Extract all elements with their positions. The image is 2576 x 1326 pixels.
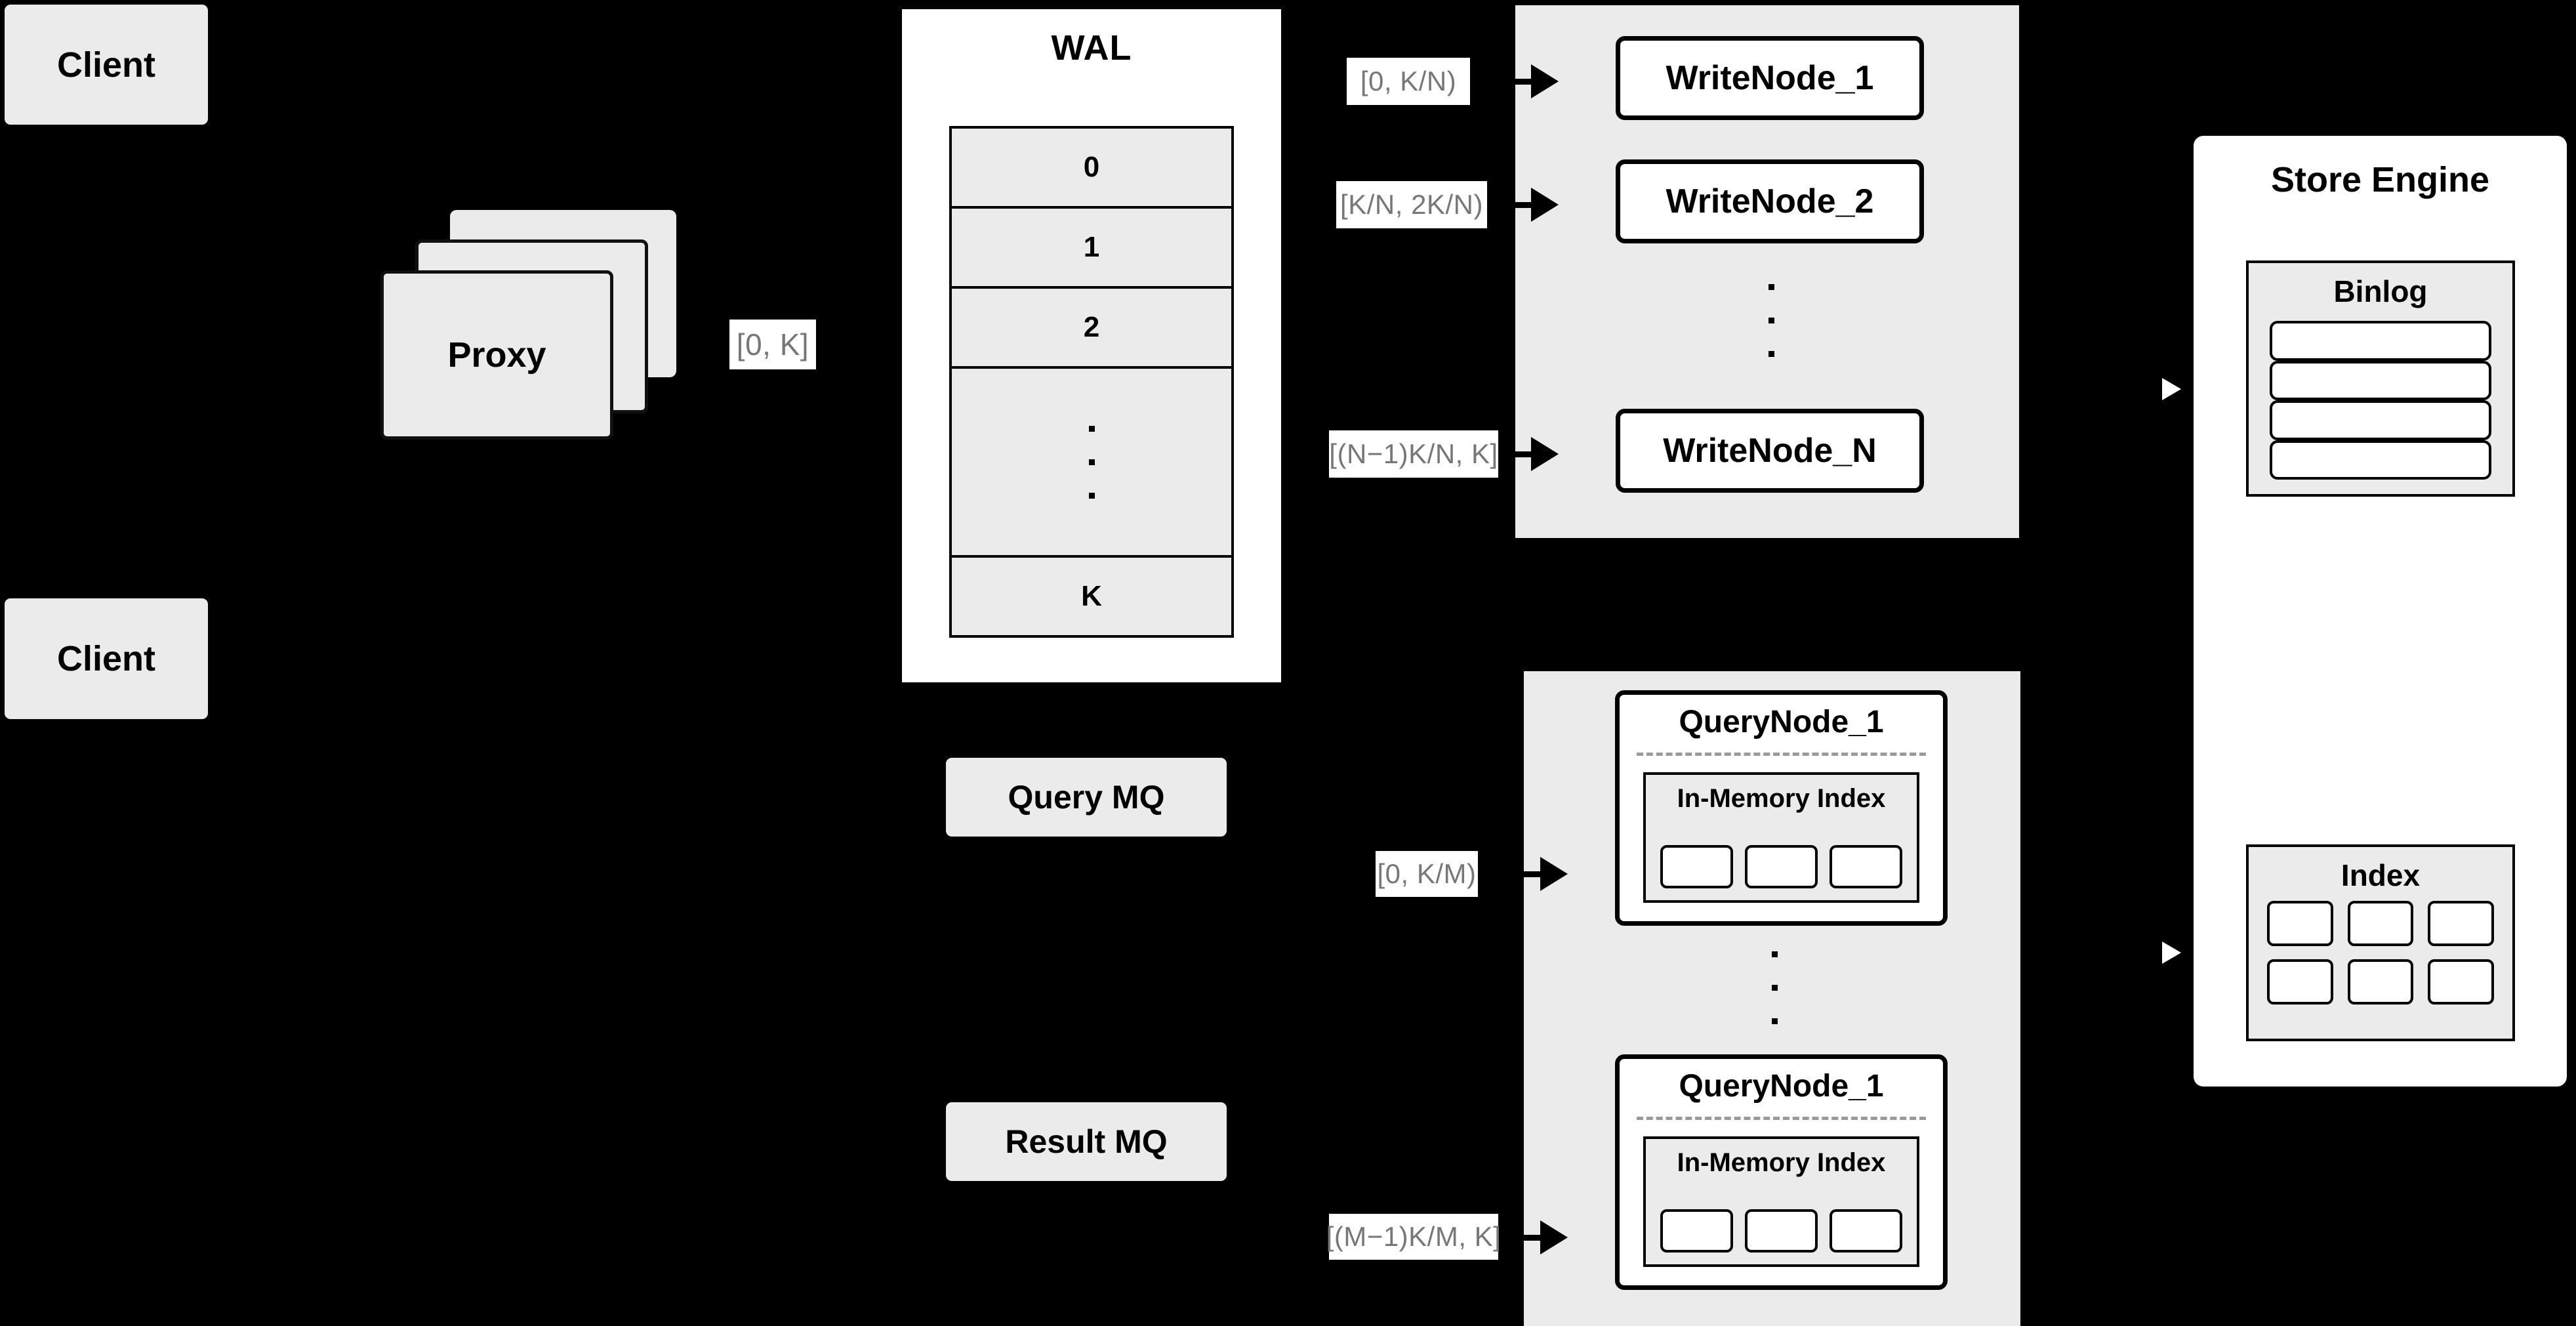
querynode-2-card[interactable]: QueryNode_1 In-Memory Index <box>1615 1054 1948 1290</box>
writenode-1-box[interactable]: WriteNode_1 <box>1616 36 1924 120</box>
index-slot[interactable] <box>1744 1209 1818 1253</box>
querynode-2-in-memory-index: In-Memory Index <box>1643 1136 1919 1267</box>
binlog-rows <box>2270 321 2491 480</box>
writenode-1-range-label: [0, K/N) <box>1347 58 1470 105</box>
index-slot[interactable] <box>1660 845 1734 888</box>
wal-vertical-ellipsis-icon <box>1088 425 1095 499</box>
index-slot[interactable] <box>1744 845 1818 888</box>
index-slot[interactable] <box>1829 845 1902 888</box>
querynode-1-arrow-line <box>1481 871 1552 877</box>
querynode-2-index-slots <box>1660 1209 1902 1253</box>
index-cell[interactable] <box>2347 959 2414 1005</box>
writenode-2-arrow-head-icon <box>1531 188 1559 222</box>
store-engine-binlog-arrow-head-icon <box>2162 373 2191 405</box>
writenode-1-arrow-line <box>1477 79 1543 85</box>
write-panel-vertical-ellipsis-icon <box>1745 268 1797 373</box>
result-mq-box[interactable]: Result MQ <box>946 1102 1227 1181</box>
writenode-n-range-label: [(N−1)K/N, K] <box>1329 430 1498 478</box>
proxy-card-front[interactable]: Proxy <box>380 270 613 440</box>
index-cell[interactable] <box>2267 901 2333 946</box>
client-box-2[interactable]: Client <box>5 598 208 719</box>
writenode-n-arrow-head-icon <box>1531 437 1559 471</box>
writenode-n-box[interactable]: WriteNode_N <box>1616 409 1924 493</box>
querynode-2-range-label: [(M−1)K/M, K] <box>1326 1214 1501 1260</box>
binlog-title: Binlog <box>2333 274 2428 308</box>
proxy-label: Proxy <box>447 335 546 375</box>
client-label-1: Client <box>56 45 155 85</box>
store-engine-title: Store Engine <box>2270 160 2490 199</box>
index-cell[interactable] <box>2428 901 2494 946</box>
wal-cell-0[interactable]: 0 <box>952 129 1231 209</box>
client-label-2: Client <box>56 639 155 678</box>
querynode-1-card[interactable]: QueryNode_1 In-Memory Index <box>1615 690 1948 926</box>
proxy-range-label: [0, K] <box>729 320 816 369</box>
querynode-1-index-slots <box>1660 845 1902 888</box>
binlog-row[interactable] <box>2270 321 2491 361</box>
writenode-1-arrow-head-icon <box>1531 64 1559 98</box>
binlog-row[interactable] <box>2270 440 2491 480</box>
binlog-row[interactable] <box>2270 360 2491 400</box>
querynode-2-index-title: In-Memory Index <box>1677 1148 1886 1177</box>
store-index-grid <box>2267 901 2494 1005</box>
store-index-panel: Index <box>2246 844 2515 1041</box>
wal-cell-2[interactable]: 2 <box>952 289 1231 369</box>
querynode-1-range-label: [0, K/M) <box>1376 851 1478 897</box>
client-box-1[interactable]: Client <box>5 5 208 125</box>
writenode-n-arrow-line <box>1501 451 1543 457</box>
index-slot[interactable] <box>1829 1209 1902 1253</box>
querynode-1-divider <box>1637 753 1926 756</box>
index-cell[interactable] <box>2428 959 2494 1005</box>
binlog-row[interactable] <box>2270 400 2491 440</box>
store-index-title: Index <box>2341 858 2421 892</box>
wal-container: WAL 0 1 2 K <box>897 5 1286 687</box>
index-slot[interactable] <box>1660 1209 1734 1253</box>
writenode-2-arrow-line <box>1490 202 1543 208</box>
binlog-panel: Binlog <box>2246 260 2515 497</box>
writenode-2-box[interactable]: WriteNode_2 <box>1616 159 1924 243</box>
index-cell[interactable] <box>2267 959 2333 1005</box>
querynode-1-index-title: In-Memory Index <box>1677 784 1886 813</box>
wal-title: WAL <box>1051 28 1132 68</box>
proxy-stack[interactable]: Proxy <box>380 210 689 440</box>
index-cell[interactable] <box>2347 901 2414 946</box>
querynode-1-title: QueryNode_1 <box>1679 705 1884 739</box>
store-engine-index-arrow-line <box>2135 950 2175 955</box>
writenode-2-range-label: [K/N, 2K/N) <box>1336 181 1487 228</box>
store-engine-index-arrow-head-icon <box>2162 937 2191 968</box>
querynode-2-title: QueryNode_1 <box>1679 1069 1884 1104</box>
wal-cell-k[interactable]: K <box>952 558 1231 635</box>
wal-cell-1[interactable]: 1 <box>952 209 1231 289</box>
wal-cell-ellipsis <box>952 369 1231 558</box>
querynode-2-arrow-head-icon <box>1540 1220 1568 1254</box>
store-engine-binlog-arrow-line <box>2135 386 2175 391</box>
query-mq-box[interactable]: Query MQ <box>946 758 1227 837</box>
query-panel-vertical-ellipsis-icon <box>1748 935 1801 1040</box>
querynode-2-arrow-line <box>1501 1235 1552 1241</box>
wal-entry-table: 0 1 2 K <box>949 126 1234 638</box>
querynode-2-divider <box>1637 1117 1926 1120</box>
store-engine-container: Store Engine Binlog Index <box>2189 131 2571 1091</box>
querynode-1-in-memory-index: In-Memory Index <box>1643 772 1919 903</box>
querynode-1-arrow-head-icon <box>1540 857 1568 891</box>
